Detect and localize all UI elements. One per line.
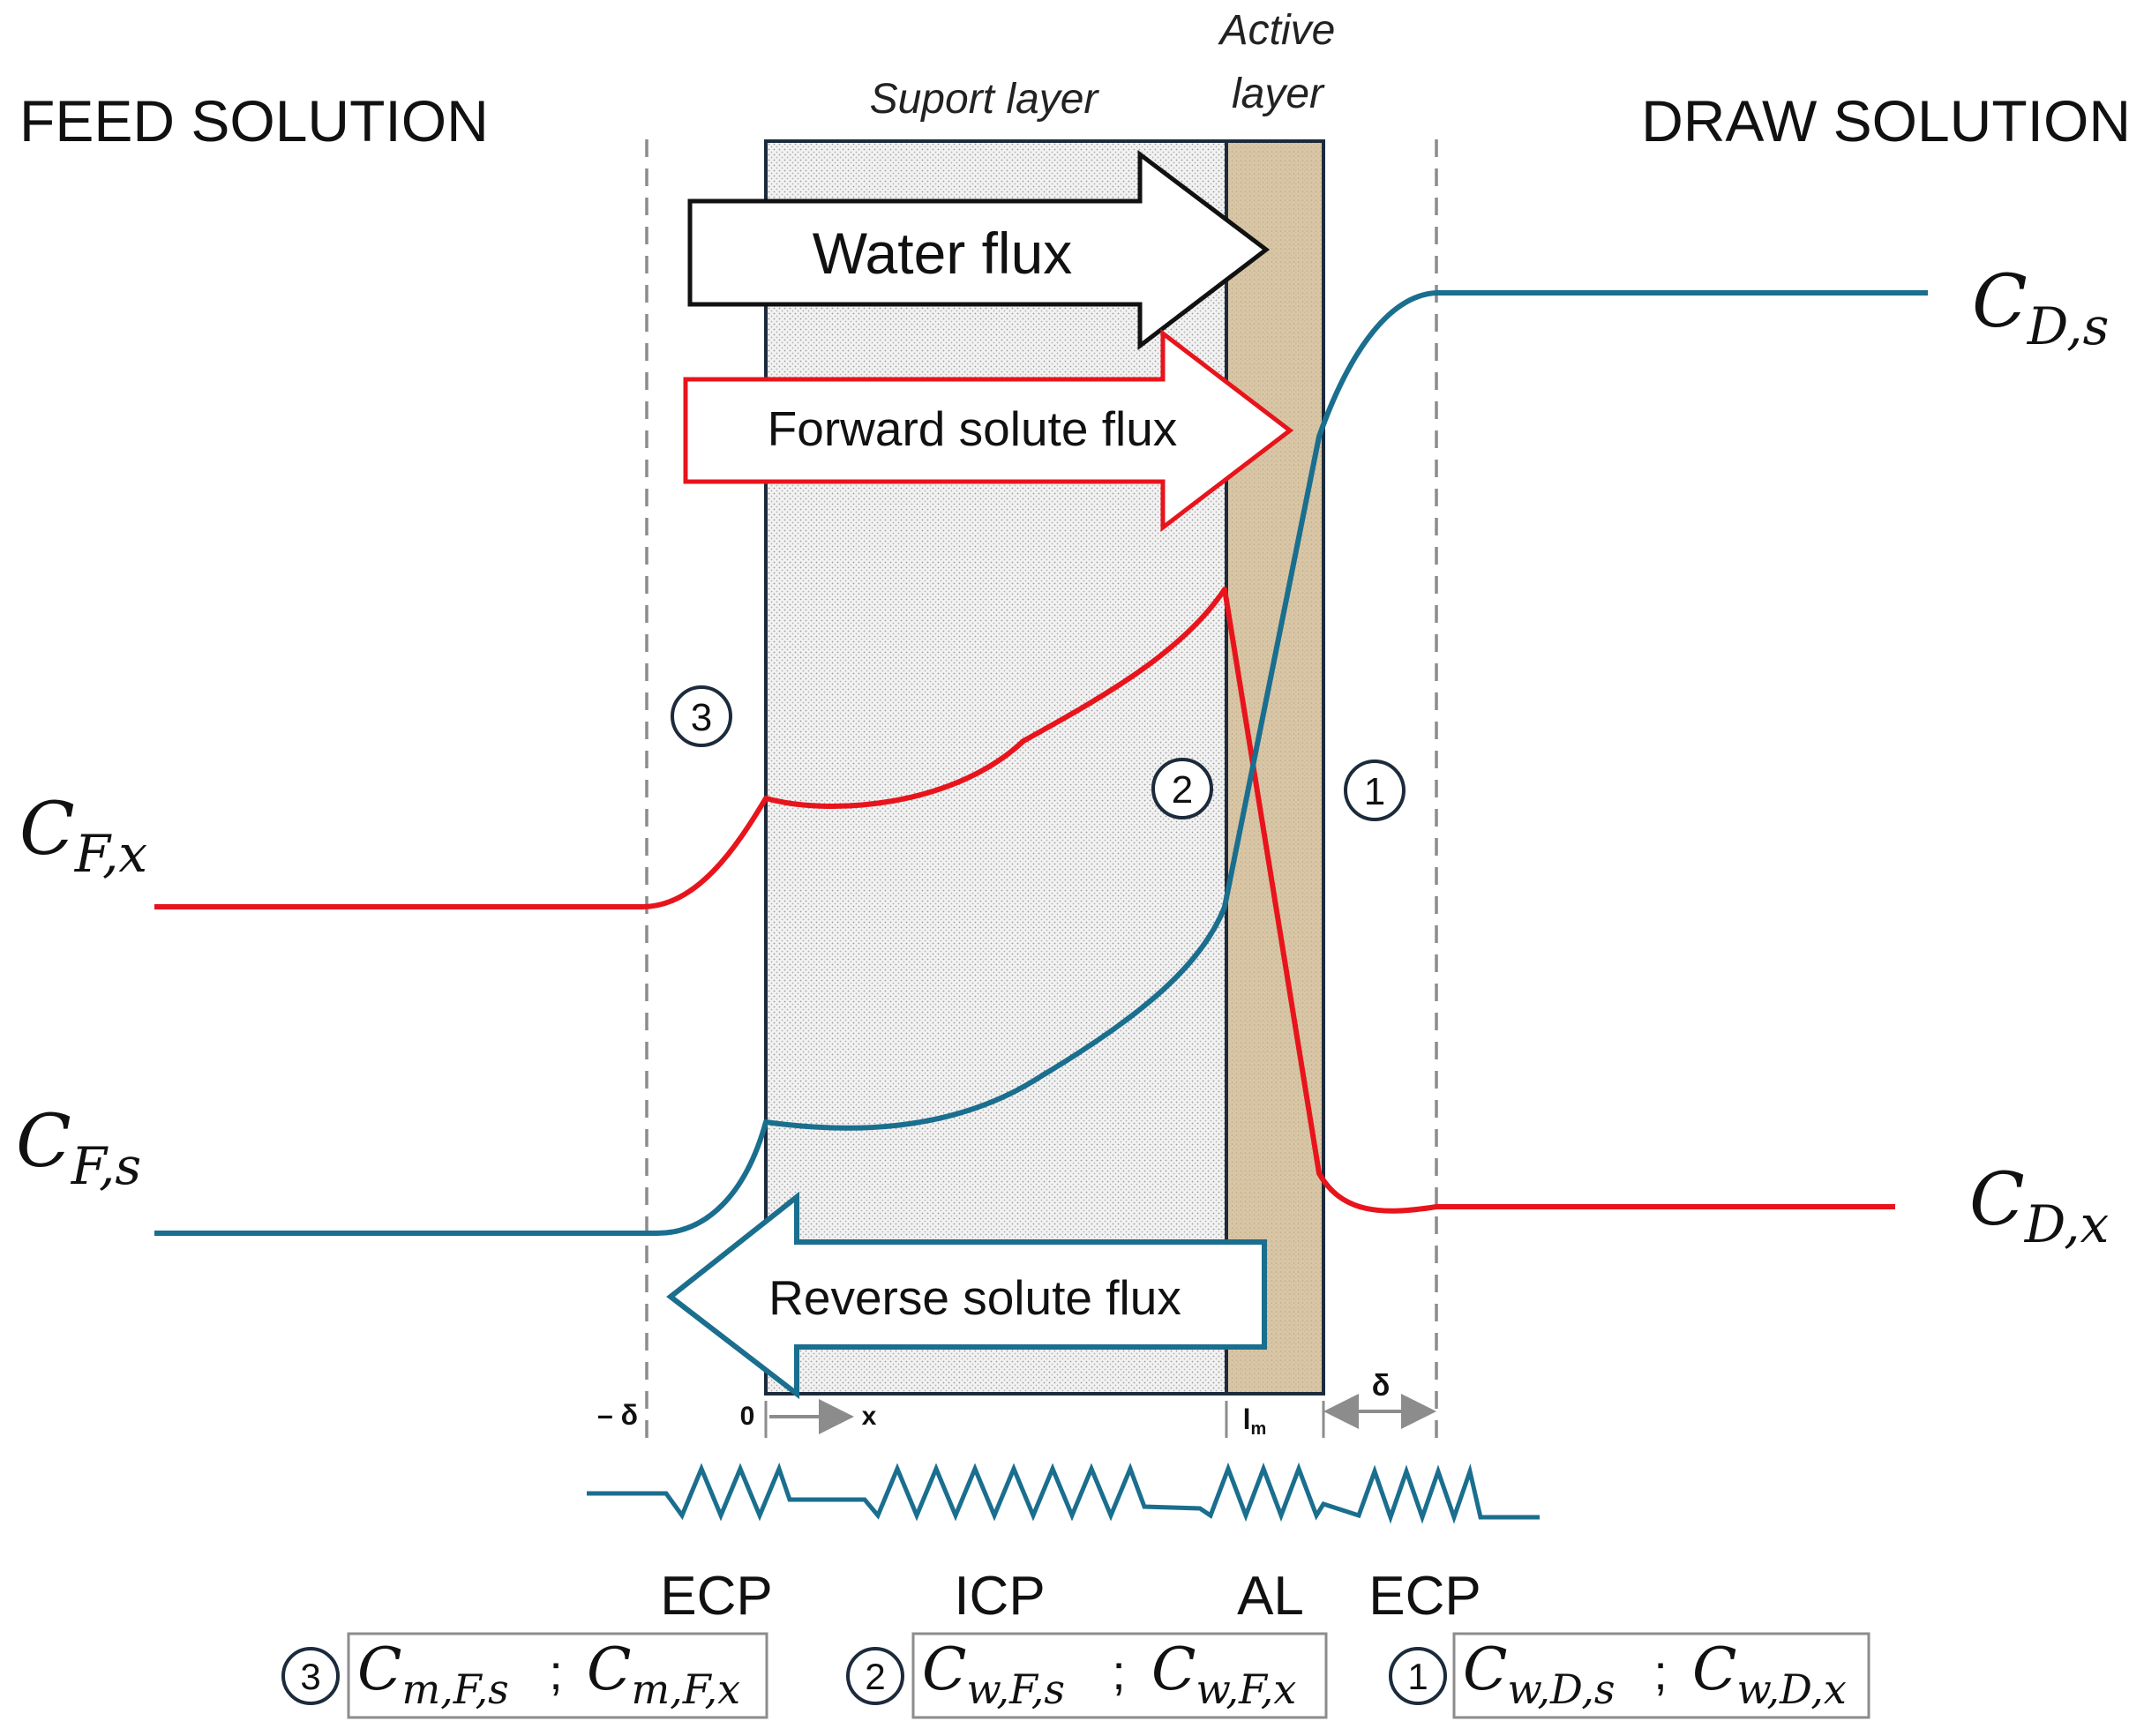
support-layer-label: Suport layer: [870, 76, 1100, 123]
marker-3: 3: [671, 685, 732, 747]
svg-text:3: 3: [300, 1656, 320, 1697]
svg-text:;: ;: [1653, 1644, 1668, 1700]
active-layer-label-line1: Active: [1218, 7, 1336, 54]
label-c-f-s: CF,s: [16, 1100, 141, 1196]
svg-text:Cw,D,s: Cw,D,s: [1463, 1635, 1615, 1713]
svg-text:Cw,F,x: Cw,F,x: [1151, 1635, 1296, 1713]
svg-text:Cw,F,s: Cw,F,s: [922, 1635, 1065, 1713]
red-concentration-curve: [154, 587, 1895, 1214]
support-layer: [764, 139, 1228, 1396]
feed-solution-header: FEED SOLUTION: [19, 88, 489, 153]
axis-neg-delta: – δ: [597, 1399, 638, 1431]
label-c-d-s: CD,s: [1972, 260, 2109, 356]
legend-box-1: 1 Cw,D,s ; Cw,D,x: [1389, 1632, 1870, 1719]
reverse-solute-flux-arrow: [666, 1191, 1267, 1400]
svg-text:3: 3: [691, 696, 712, 739]
svg-text:Cw,D,x: Cw,D,x: [1692, 1635, 1847, 1713]
svg-text:;: ;: [1112, 1644, 1126, 1700]
reverse-solute-flux-label: Reverse solute flux: [768, 1270, 1181, 1325]
label-c-f-x: CF,x: [19, 788, 147, 884]
active-layer-label-line2: layer: [1232, 71, 1325, 117]
water-flux-label: Water flux: [813, 221, 1073, 286]
draw-solution-header: DRAW SOLUTION: [1641, 88, 2131, 153]
resistor-ecp-right: ECP: [1368, 1566, 1481, 1627]
svg-text:;: ;: [549, 1644, 563, 1700]
teal-concentration-curve: [154, 290, 1928, 1236]
label-c-d-x: CD,x: [1969, 1158, 2109, 1254]
svg-text:1: 1: [1407, 1656, 1428, 1697]
svg-text:1: 1: [1364, 770, 1385, 813]
svg-text:Cm,F,x: Cm,F,x: [587, 1635, 740, 1713]
resistor-chain: [587, 1462, 1540, 1524]
resistor-ecp-left: ECP: [660, 1566, 772, 1627]
resistor-al: AL: [1237, 1566, 1304, 1627]
water-flux-arrow: [687, 149, 1271, 351]
marker-1: 1: [1344, 760, 1406, 821]
marker-2: 2: [1151, 758, 1213, 819]
legend-box-2: 2 Cw,F,s ; Cw,F,x: [846, 1632, 1328, 1719]
forward-solute-flux-label: Forward solute flux: [768, 401, 1178, 456]
resistor-icp: ICP: [954, 1566, 1045, 1627]
svg-text:Cm,F,s: Cm,F,s: [357, 1635, 509, 1713]
active-layer: [1225, 139, 1325, 1396]
svg-text:2: 2: [1172, 768, 1193, 812]
legend-box-3: 3 Cm,F,s ; Cm,F,x: [281, 1632, 768, 1719]
svg-text:2: 2: [865, 1656, 885, 1697]
axis-delta: δ: [1372, 1369, 1391, 1403]
axis-lm: lm: [1243, 1403, 1267, 1439]
axis-zero: 0: [740, 1402, 755, 1431]
forward-solute-flux-arrow: [683, 328, 1294, 533]
axis-x: x: [862, 1402, 877, 1431]
